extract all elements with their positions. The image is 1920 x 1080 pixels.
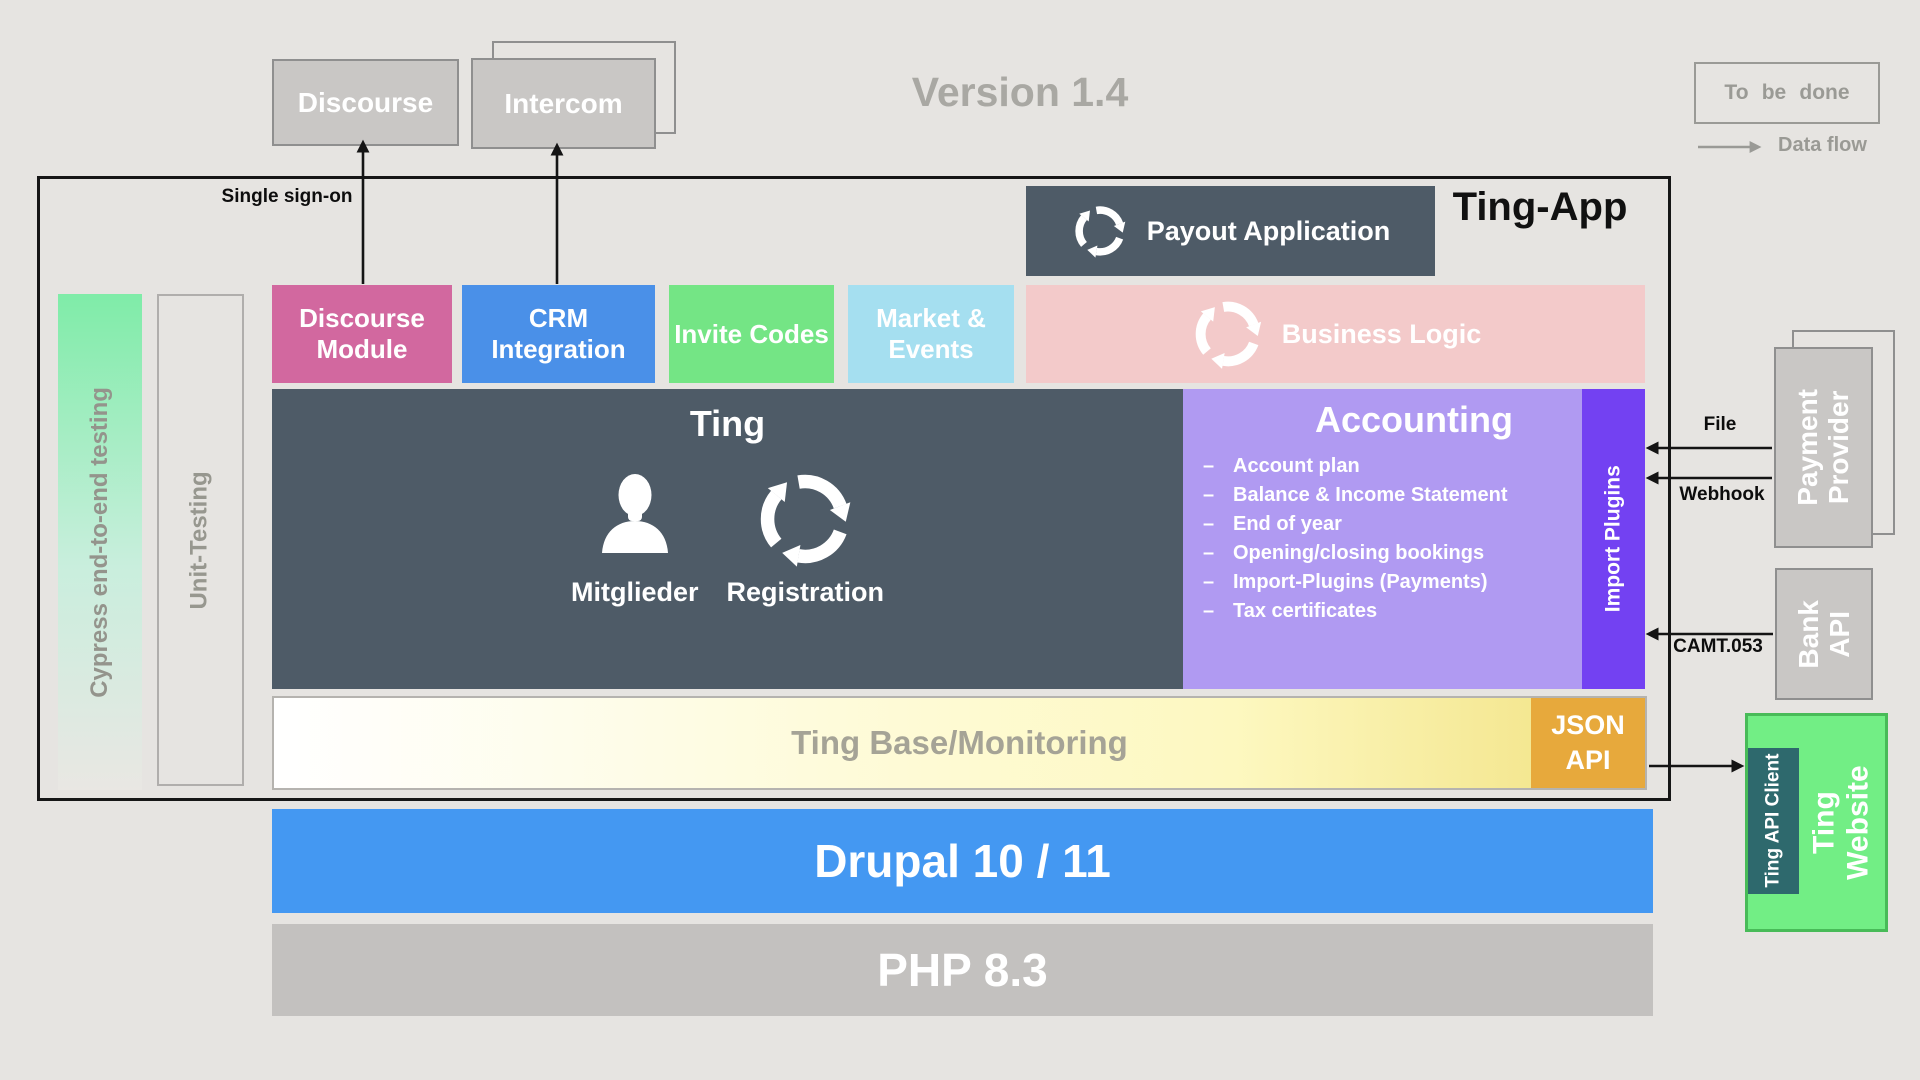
php-label: PHP 8.3 [877,944,1048,996]
version-label: Version 1.4 [911,69,1129,115]
accounting-item: – Account plan [1203,455,1360,478]
bank-api-label: Bank API [1792,599,1855,669]
tingapp-container [37,176,1671,801]
payout-box: Payout Application [1026,186,1435,276]
import-plugins-label: Import Plugins [1601,465,1625,613]
json-api-label: JSON API [1551,709,1625,775]
business-sync-icon [1190,296,1266,372]
accounting-item: – Tax certificates [1203,600,1378,623]
ting-base-label: Ting Base/Monitoring [791,724,1128,761]
ting-base-bar: Ting Base/Monitoring JSON API [272,696,1647,790]
registration-figure: Registration [726,465,884,608]
payout-label: Payout Application [1146,215,1391,246]
tingapp-title: Ting-App [1452,185,1628,229]
import-plugins-strip: Import Plugins [1582,389,1645,689]
unit-testing-strip-label: Unit-Testing [186,470,214,610]
accounting-box: Accounting – Account plan – Balance & In… [1183,389,1645,689]
todo-legend-label: To be done [1724,81,1850,104]
file-label: File [1703,414,1737,435]
drupal-label: Drupal 10 / 11 [814,835,1111,887]
module-discourse: Discourse Module [272,285,452,383]
bank-api-box: Bank API [1775,568,1873,700]
accounting-item: – End of year [1203,513,1342,536]
ting-api-client-label: Ting API Client [1762,753,1784,889]
payment-provider-label: Payment Provider [1792,389,1855,506]
module-invite: Invite Codes [669,285,834,383]
module-market-label: Market & Events [876,303,986,364]
module-crm-label: CRM Integration [491,303,626,364]
drupal-bar: Drupal 10 / 11 [272,809,1653,913]
webhook-label: Webhook [1679,484,1765,505]
module-invite-label: Invite Codes [674,318,829,349]
mitglieder-label: Mitglieder [570,577,699,608]
module-business-label: Business Logic [1281,318,1482,349]
module-crm: CRM Integration [462,285,655,383]
ting-title: Ting [689,403,766,444]
unit-testing-strip: Unit-Testing [157,294,244,786]
accounting-item: – Opening/closing bookings [1203,542,1485,565]
json-api-box: JSON API [1531,698,1645,788]
ting-api-client-box: Ting API Client [1748,748,1799,894]
registration-sync-icon [753,467,857,571]
dataflow-legend-label: Data flow [1778,134,1867,156]
accounting-item: – Balance & Income Statement [1203,484,1508,507]
module-market: Market & Events [848,285,1014,383]
accounting-title: Accounting [1315,399,1513,440]
payment-provider-box: Payment Provider [1774,347,1873,548]
module-business: Business Logic [1026,285,1645,383]
module-discourse-label: Discourse Module [299,303,425,364]
accounting-item: – Import-Plugins (Payments) [1203,571,1488,594]
ting-website-box: Ting Website Ting API Client [1745,713,1888,932]
person-icon [585,465,685,573]
accounting-list: – Account plan – Balance & Income Statem… [1203,455,1645,629]
ting-website-label-wrap: Ting Website [1799,716,1883,929]
php-bar: PHP 8.3 [272,924,1653,1016]
discourse-box-label: Discourse [297,86,434,118]
intercom-box: Intercom [471,58,656,149]
intercom-box-label: Intercom [504,87,623,119]
discourse-box: Discourse [272,59,459,146]
mitglieder-figure: Mitglieder [570,465,699,608]
cypress-strip-label: Cypress end-to-end testing [85,386,113,698]
cypress-strip: Cypress end-to-end testing [58,294,142,790]
sso-label: Single sign-on [221,186,353,207]
payout-sync-icon [1071,202,1129,260]
camt-label: CAMT.053 [1673,636,1763,657]
ting-box: Ting Mitglieder Registration [272,389,1183,689]
registration-label: Registration [726,577,885,608]
todo-legend-box: To be done [1694,62,1880,124]
ting-website-label: Ting Website [1807,765,1875,880]
